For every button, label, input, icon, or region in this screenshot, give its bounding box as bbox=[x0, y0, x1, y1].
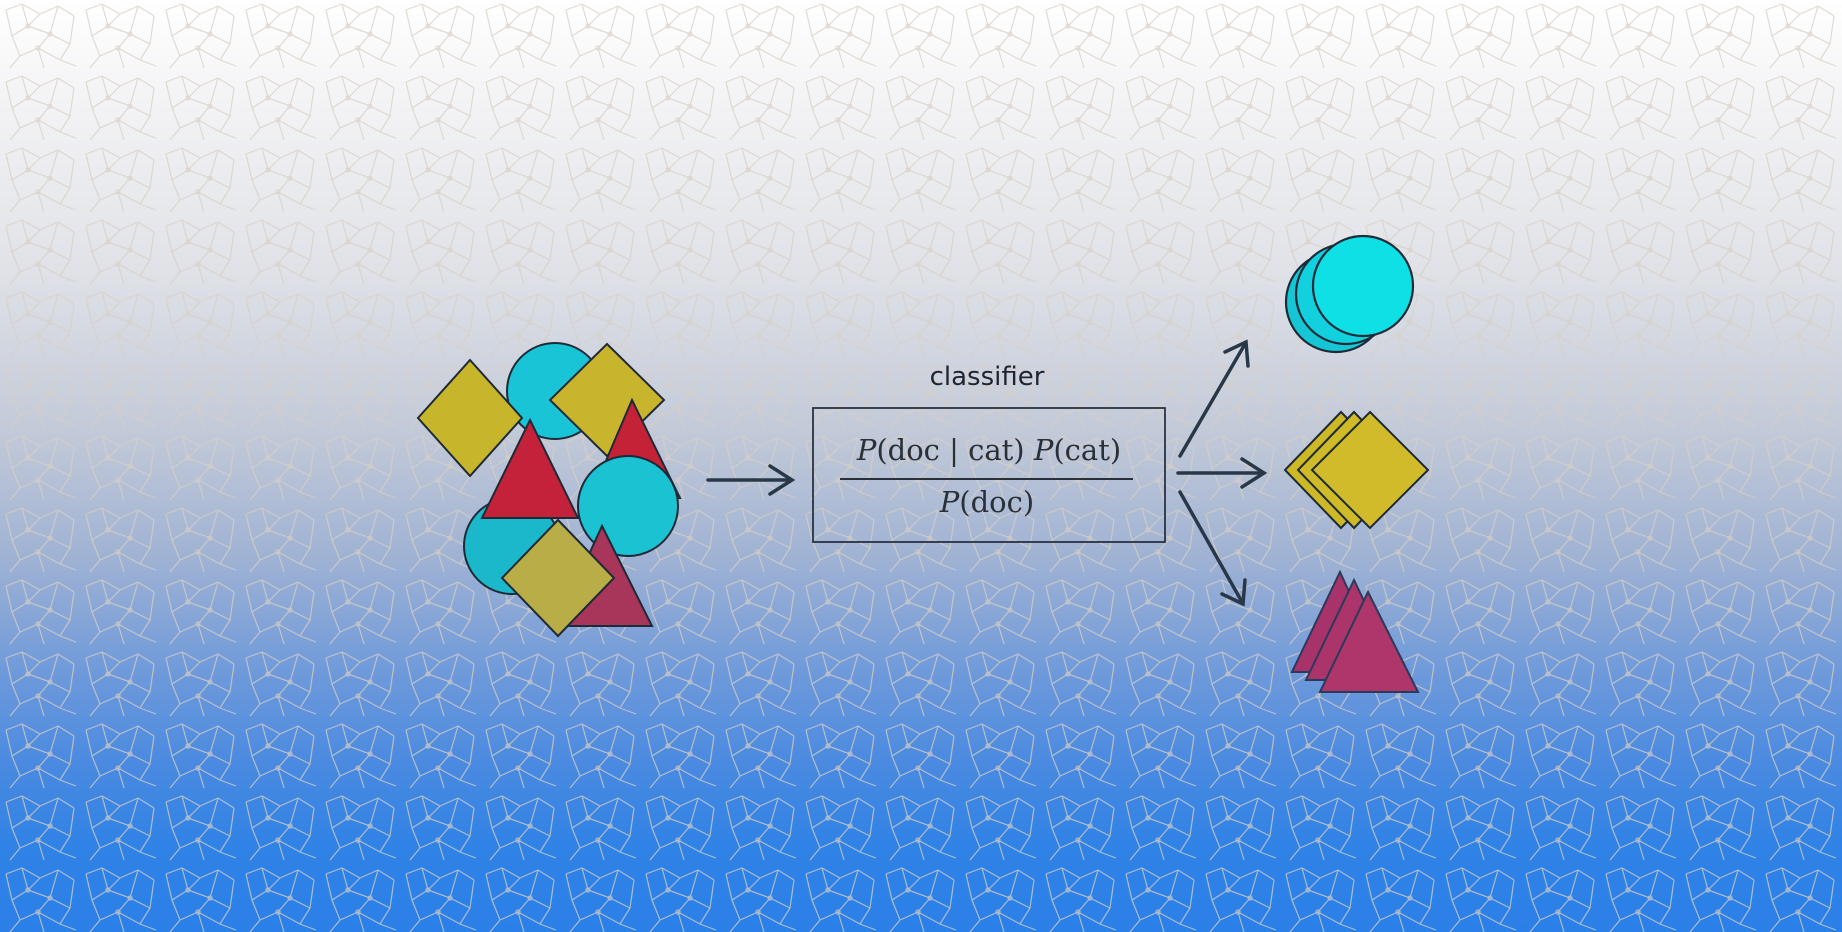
input-shape-cluster bbox=[416, 342, 682, 638]
output-arrow-diamonds bbox=[1176, 457, 1268, 489]
input-circle bbox=[577, 455, 679, 557]
formula-denominator: P(doc) bbox=[939, 485, 1034, 519]
bayes-formula: P(doc | cat) P(cat) P(doc) bbox=[840, 433, 1133, 519]
output-diamond-group bbox=[1283, 410, 1430, 530]
input-diamond bbox=[500, 518, 616, 638]
output-diamond bbox=[1310, 410, 1430, 530]
formula-numerator: P(doc | cat) P(cat) bbox=[856, 433, 1121, 467]
input-triangle bbox=[480, 417, 580, 519]
classifier-box bbox=[812, 407, 1166, 543]
output-circle bbox=[1311, 234, 1415, 338]
output-arrow-circles bbox=[1178, 339, 1250, 458]
output-triangle bbox=[1318, 589, 1420, 693]
output-arrow-triangles bbox=[1178, 490, 1247, 607]
output-circle-group bbox=[1284, 234, 1415, 354]
classifier-label: classifier bbox=[930, 362, 1045, 392]
input-diamond bbox=[416, 358, 524, 478]
input-arrow bbox=[706, 464, 796, 496]
output-triangle-group bbox=[1290, 569, 1420, 693]
